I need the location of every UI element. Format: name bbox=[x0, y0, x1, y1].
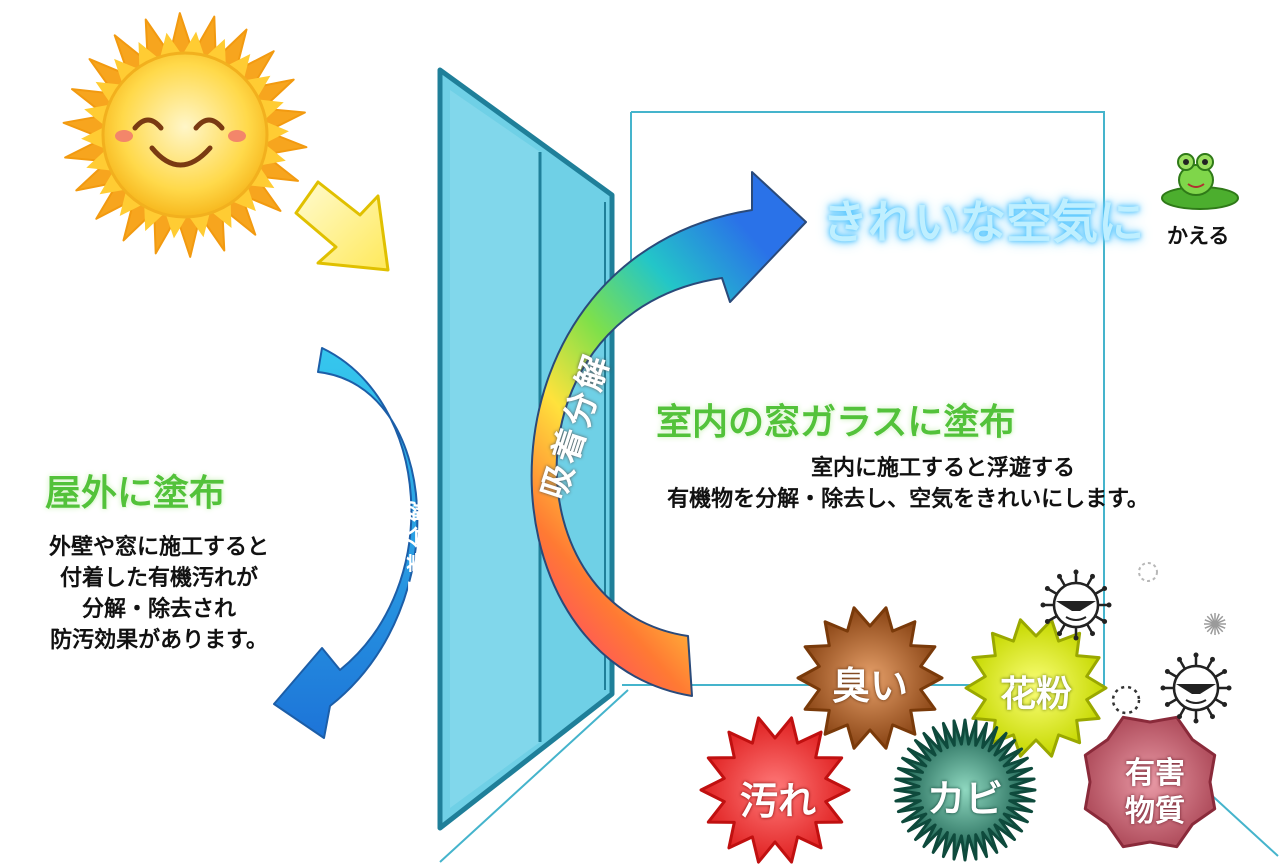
indoor-line: 室内に施工すると浮遊する bbox=[810, 456, 1075, 481]
harmful-burst bbox=[1083, 715, 1217, 849]
indoor-description: 室内に施工すると浮遊する 有機物を分解・除去し、空気をきれいにします。 bbox=[628, 453, 1188, 515]
pollen-label: 花粉 bbox=[999, 674, 1072, 715]
indoor-adsorption-arrow bbox=[530, 171, 807, 697]
outdoor-line: 付着した有機汚れが bbox=[59, 566, 258, 591]
smell-label: 臭い bbox=[831, 664, 908, 708]
smell-burst bbox=[796, 606, 944, 750]
dirt-label: 汚れ bbox=[739, 779, 816, 823]
outdoor-heading: 屋外に塗布 bbox=[45, 473, 226, 514]
dirt-burst bbox=[699, 716, 851, 864]
outdoor-line: 外壁や窓に施工すると bbox=[48, 535, 269, 560]
sun-icon bbox=[62, 12, 308, 258]
harmful-label: 有害 物質 bbox=[1100, 755, 1210, 831]
mold-burst bbox=[893, 718, 1037, 862]
germ-sunglasses-icon bbox=[1160, 652, 1232, 724]
germ-sunglasses-icon bbox=[1040, 569, 1112, 641]
spore-icon bbox=[1138, 562, 1158, 582]
sunlight-arrow bbox=[294, 180, 390, 272]
indoor-line: 有機物を分解・除去し、空気をきれいにします。 bbox=[667, 487, 1149, 512]
spore-icon bbox=[1111, 685, 1141, 715]
harmful-line: 物質 bbox=[1125, 794, 1185, 829]
outdoor-line: 分解・除去され bbox=[81, 597, 236, 622]
mold-label: カビ bbox=[926, 777, 1003, 821]
outdoor-line: 防汚効果があります。 bbox=[50, 628, 268, 653]
outdoor-arrow-label: 吸着分解 bbox=[407, 495, 433, 601]
window-glass bbox=[437, 67, 615, 831]
frog-icon bbox=[1161, 153, 1239, 210]
indoor-heading: 室内の窓ガラスに塗布 bbox=[656, 402, 1016, 443]
outdoor-description: 外壁や窓に施工すると 付着した有機汚れが 分解・除去され 防汚効果があります。 bbox=[14, 532, 304, 656]
pollen-icon bbox=[1204, 613, 1226, 635]
clean-air-text: きれいな空気に bbox=[822, 195, 1144, 249]
pollen-burst bbox=[964, 618, 1108, 758]
outdoor-adsorption-arrow bbox=[273, 347, 419, 739]
harmful-line: 有害 bbox=[1125, 756, 1185, 791]
clean-air-caption: かえる bbox=[1167, 224, 1230, 248]
